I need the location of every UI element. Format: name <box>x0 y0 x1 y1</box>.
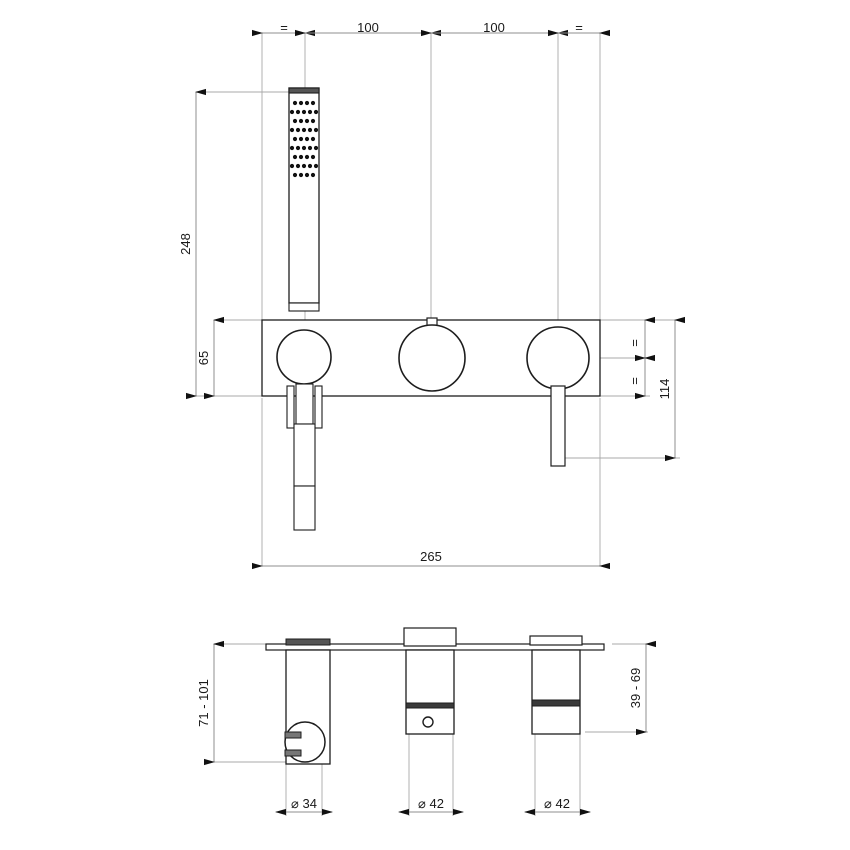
dim-diameter-42-mid: ⌀ 42 <box>418 796 444 811</box>
dim-diameter-34: ⌀ 34 <box>291 796 317 811</box>
side-view-geometry <box>265 627 605 765</box>
dim-bottom-265: 265 <box>420 549 442 564</box>
handshower-handle <box>286 383 323 531</box>
dim-right-114: 114 <box>657 379 672 400</box>
dim-top-100-left: 100 <box>357 20 379 35</box>
dim-right-equal-lower: = <box>627 377 642 385</box>
dim-right-equal-upper: = <box>627 339 642 347</box>
dim-side-right-39-69: 39 - 69 <box>628 668 643 708</box>
side-handshower-holder <box>284 638 331 765</box>
dim-top-equal-right: = <box>575 20 583 35</box>
side-right-cylinder <box>529 635 583 735</box>
right-lever-handle <box>526 326 590 467</box>
dimension-lines <box>186 29 685 816</box>
dim-diameter-42-right: ⌀ 42 <box>544 796 570 811</box>
handshower-head <box>288 87 320 312</box>
dim-left-248: 248 <box>178 233 193 255</box>
front-view-geometry <box>261 87 601 531</box>
side-center-cylinder <box>403 627 457 735</box>
spray-holes <box>289 100 319 178</box>
center-knob <box>398 317 466 392</box>
dim-left-65: 65 <box>196 351 211 365</box>
dim-top-100-right: 100 <box>483 20 505 35</box>
dim-top-equal-left: = <box>280 20 288 35</box>
extension-lines <box>196 33 680 816</box>
handshower-holder-ring <box>276 329 332 385</box>
dim-side-left-71-101: 71 - 101 <box>196 679 211 727</box>
dimension-labels: = 100 100 = 248 65 = = 114 265 71 - 101 … <box>178 20 672 811</box>
